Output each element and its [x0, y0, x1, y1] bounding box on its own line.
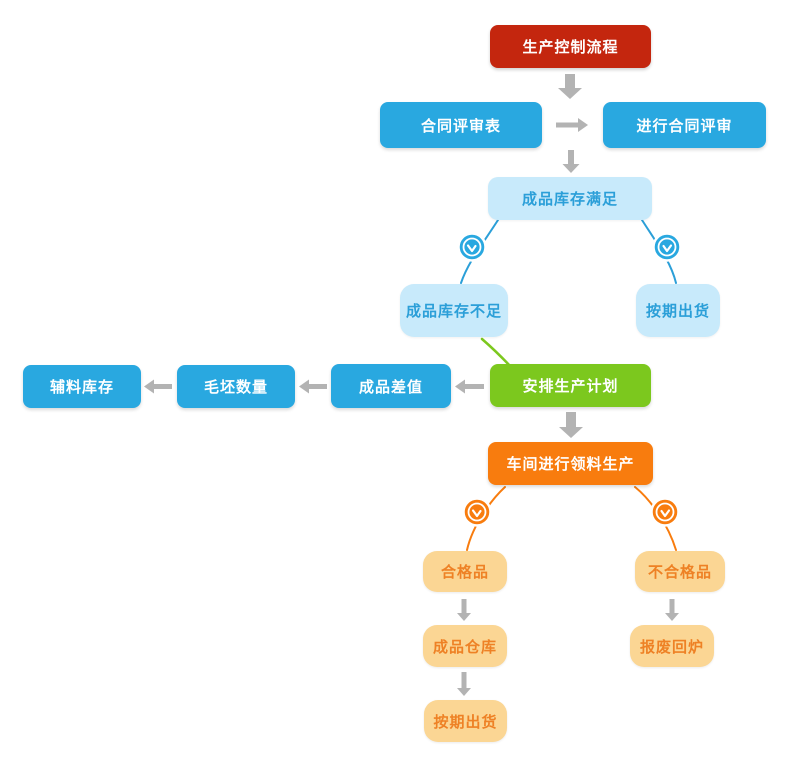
node-product-difference[interactable]: 成品差值 [331, 364, 451, 408]
node-workshop-material-production[interactable]: 车间进行领料生产 [488, 442, 653, 485]
arrow-down-icon [559, 412, 583, 438]
node-arrange-production-plan[interactable]: 安排生产计划 [490, 364, 651, 407]
arrow-down-icon [558, 74, 582, 99]
node-scrap-remelt[interactable]: 报废回炉 [630, 625, 714, 667]
node-finished-goods-warehouse[interactable]: 成品仓库 [423, 625, 507, 667]
node-conduct-contract-review[interactable]: 进行合同评审 [603, 102, 766, 148]
clock-icon [650, 497, 680, 527]
node-ship-on-schedule-bottom[interactable]: 按期出货 [424, 700, 507, 742]
arrow-down-icon [457, 599, 471, 621]
node-qualified-product[interactable]: 合格品 [423, 551, 507, 592]
node-blank-quantity[interactable]: 毛坯数量 [177, 365, 295, 408]
arrow-left-icon [144, 379, 172, 394]
node-contract-review-form[interactable]: 合同评审表 [380, 102, 542, 148]
node-unqualified-product[interactable]: 不合格品 [635, 551, 725, 592]
node-stock-insufficient[interactable]: 成品库存不足 [400, 284, 508, 337]
clock-icon [462, 497, 492, 527]
arrow-right-icon [556, 118, 588, 132]
node-ship-on-schedule-top[interactable]: 按期出货 [636, 284, 720, 337]
arrow-down-icon [562, 150, 580, 173]
arrow-down-icon [665, 599, 679, 621]
clock-icon [652, 232, 682, 262]
node-stock-sufficient[interactable]: 成品库存满足 [488, 177, 652, 220]
clock-icon [457, 232, 487, 262]
node-auxiliary-stock[interactable]: 辅料库存 [23, 365, 141, 408]
arrow-down-icon [457, 672, 471, 696]
arrow-left-icon [299, 379, 327, 394]
node-production-control[interactable]: 生产控制流程 [490, 25, 651, 68]
arrow-left-icon [455, 379, 484, 394]
